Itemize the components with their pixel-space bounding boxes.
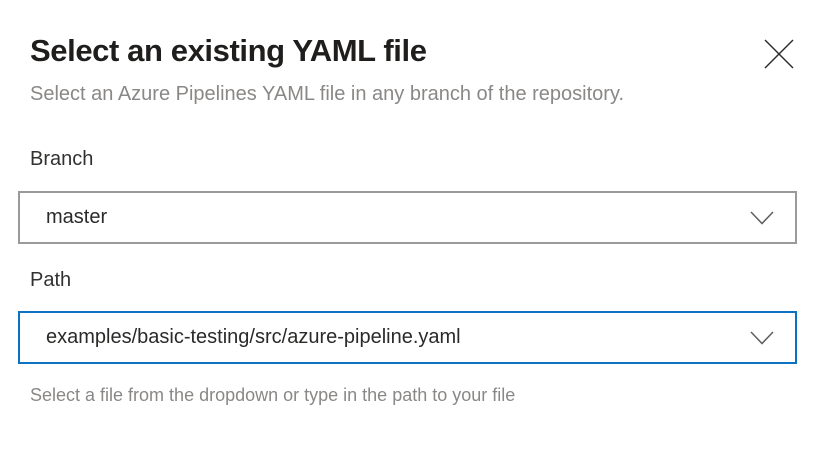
close-icon xyxy=(764,39,794,69)
path-dropdown[interactable]: examples/basic-testing/src/azure-pipelin… xyxy=(18,311,797,364)
branch-dropdown[interactable]: master xyxy=(18,191,797,244)
dialog-subtitle: Select an Azure Pipelines YAML file in a… xyxy=(30,83,625,105)
dialog-title: Select an existing YAML file xyxy=(30,33,427,68)
branch-label: Branch xyxy=(30,148,94,170)
branch-dropdown-value: master xyxy=(46,206,108,228)
chevron-down-icon xyxy=(750,210,774,225)
chevron-down-icon xyxy=(750,330,774,345)
close-button[interactable] xyxy=(761,36,797,72)
path-dropdown-value: examples/basic-testing/src/azure-pipelin… xyxy=(46,326,461,348)
path-helper-text: Select a file from the dropdown or type … xyxy=(30,385,516,405)
dialog-header: Select an existing YAML file xyxy=(18,32,797,72)
path-label: Path xyxy=(30,269,72,291)
